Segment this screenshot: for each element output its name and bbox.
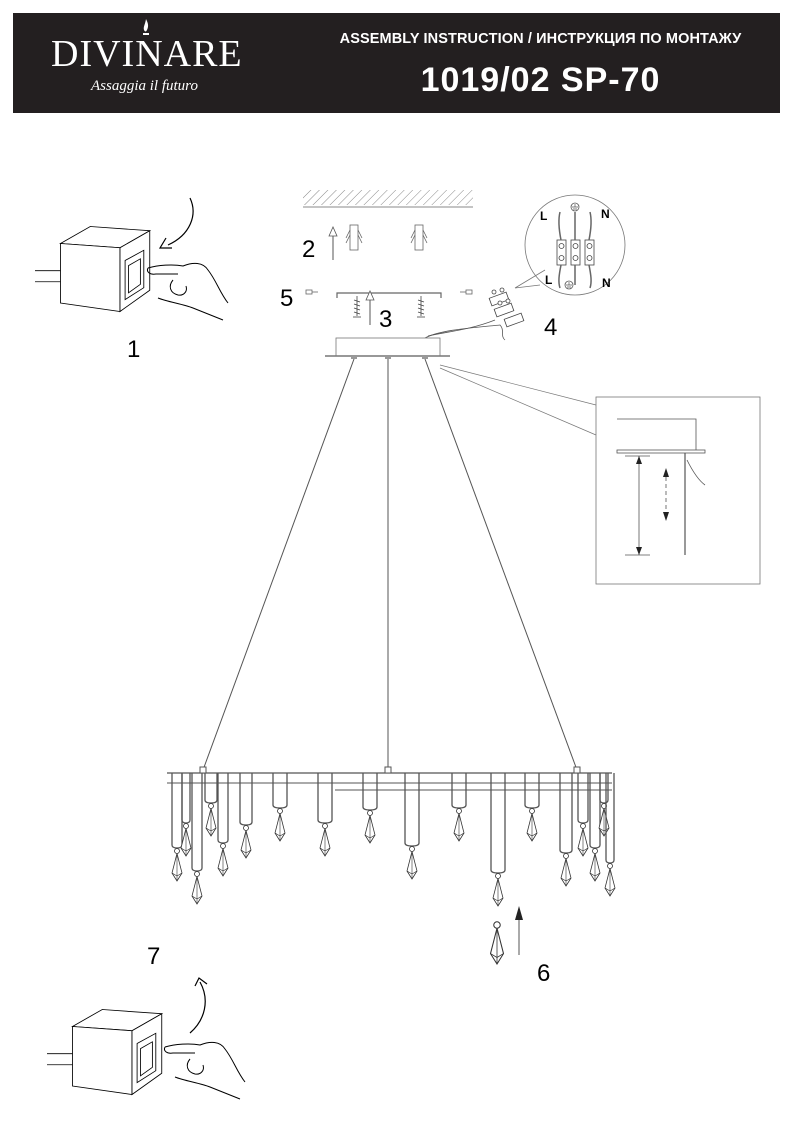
step-number-6: 6: [537, 960, 551, 987]
crystal-pendant: [205, 803, 217, 837]
crystal-pendant: [274, 808, 286, 842]
screw-icon: [353, 296, 361, 318]
crystal-pendant: [492, 873, 504, 907]
brand-tagline: Assaggia il futuro: [91, 78, 198, 94]
brand-logo: DIVINARE: [51, 33, 243, 75]
wire-label-live-bottom: L: [545, 273, 552, 287]
crystal-rod: [599, 773, 609, 804]
step-number-7: 7: [147, 943, 161, 970]
crystal-rod: [217, 773, 229, 844]
wire-label-live-top: L: [540, 209, 547, 223]
arrow-up-icon: [328, 226, 338, 260]
crystal-pendant: [577, 823, 589, 857]
step-number-1: 1: [127, 336, 141, 363]
crystal-pendant: [560, 853, 572, 887]
height-adjustment-detail: [439, 364, 761, 585]
wire-label-neutral-top: N: [601, 207, 610, 221]
crystal-rods: [171, 773, 616, 907]
crystal-rod: [171, 773, 183, 849]
step-number-2: 2: [302, 236, 316, 263]
crystal-rod: [317, 773, 333, 824]
wall-anchor-icon: [410, 224, 428, 251]
crystal-rod: [451, 773, 467, 809]
step-3-mounting-bracket: [305, 289, 473, 325]
crystal-pendant: [240, 825, 252, 859]
crystal-pendant: [364, 810, 376, 844]
curved-arrow-down-icon: [167, 197, 194, 246]
crystal-pendant: [604, 863, 616, 897]
crystal-rod: [559, 773, 573, 854]
crystal-rod: [490, 773, 506, 874]
terminal-block-icon: [488, 287, 525, 328]
earth-ground-icon: [564, 280, 574, 290]
crystal-rod: [605, 773, 615, 864]
crystal-rod: [191, 773, 203, 872]
step-1-switch-off-illustration: [34, 197, 229, 321]
crystal-rod: [524, 773, 540, 809]
side-screw-icon: [305, 289, 318, 295]
document-title: ASSEMBLY INSTRUCTION / ИНСТРУКЦИЯ ПО МОН…: [339, 31, 742, 47]
step-2-ceiling-anchors: [303, 190, 473, 260]
header-banner: DIVINARE Assaggia il futuro ASSEMBLY INS…: [13, 13, 780, 113]
curved-arrow-up-icon: [189, 981, 206, 1034]
crystal-pendant: [171, 848, 183, 882]
wall-anchor-icon: [345, 224, 363, 251]
crystal-rod: [239, 773, 253, 826]
step-4-wiring: L N L N: [424, 194, 626, 341]
step-7-switch-on-illustration: [46, 977, 246, 1100]
screw-icon: [417, 296, 425, 318]
hand-icon: [146, 262, 229, 321]
chandelier-frame: [167, 766, 612, 791]
model-number: 1019/02 SP-70: [420, 61, 661, 99]
step-number-5: 5: [280, 285, 294, 312]
suspension-cables: [202, 358, 578, 771]
crystal-rod: [272, 773, 288, 809]
crystal-pendant: [453, 808, 465, 842]
crystal-pendant: [589, 848, 601, 882]
crystal-rod: [404, 773, 420, 847]
crystal-rod: [204, 773, 218, 804]
crystal-rod: [362, 773, 378, 811]
flame-icon: [143, 19, 149, 35]
crystal-pendant: [406, 846, 418, 880]
step-6-single-crystal: [489, 921, 505, 965]
earth-ground-icon: [570, 202, 580, 212]
step-number-4: 4: [544, 314, 558, 341]
wire-label-neutral-bottom: N: [602, 276, 611, 290]
crystal-pendant: [191, 871, 203, 905]
step-number-3: 3: [379, 306, 393, 333]
crystal-rod: [577, 773, 589, 824]
arrow-up-icon: [365, 290, 375, 325]
crystal-rod: [589, 773, 601, 849]
side-screw-icon: [460, 289, 473, 295]
canopy: [325, 337, 450, 359]
arrow-up-icon: [515, 906, 523, 955]
hand-icon: [163, 1041, 246, 1100]
crystal-rod: [181, 773, 191, 824]
crystal-pendant: [217, 843, 229, 877]
crystal-pendant: [319, 823, 331, 857]
crystal-pendant: [526, 808, 538, 842]
